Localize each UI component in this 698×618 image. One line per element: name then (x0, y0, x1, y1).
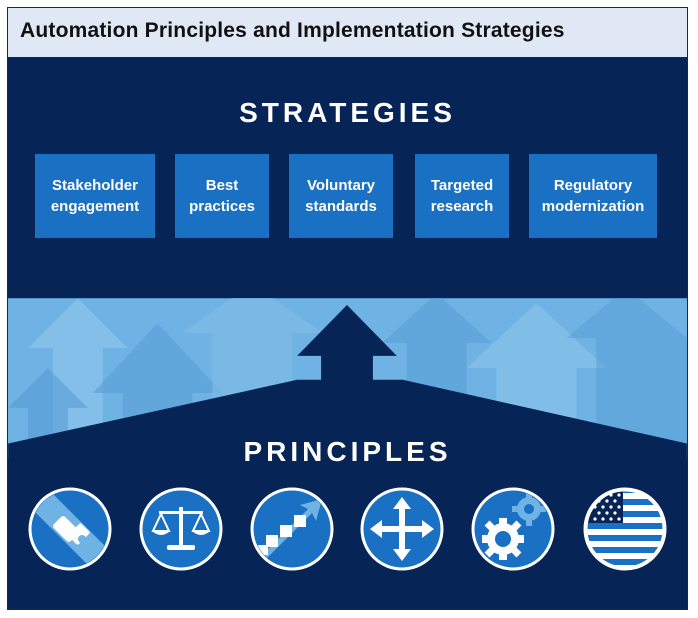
strategy-label: Targeted research (430, 177, 494, 215)
balance-scale-icon (139, 487, 223, 571)
strategy-label: Voluntary standards (305, 177, 377, 215)
strategy-box-targeted-research: Targeted research (415, 154, 509, 238)
four-way-arrows-icon (360, 487, 444, 571)
strategy-label: Best practices (189, 177, 255, 215)
strategy-box-regulatory-modernization: Regulatory modernization (529, 154, 657, 238)
gears-icon (471, 487, 555, 571)
strategy-label: Regulatory modernization (541, 177, 645, 215)
page-title: Automation Principles and Implementation… (20, 19, 565, 42)
strategy-box-stakeholder-engagement: Stakeholder engagement (35, 154, 155, 238)
strategies-heading: STRATEGIES (239, 97, 456, 128)
seatbelt-icon (28, 487, 112, 571)
strategy-box-best-practices: Best practices (175, 154, 269, 238)
strategy-box-voluntary-standards: Voluntary standards (289, 154, 393, 238)
central-up-arrow (297, 305, 397, 382)
title-bar: Automation Principles and Implementation… (8, 8, 687, 58)
us-flag-icon (583, 487, 667, 571)
infographic-frame: Automation Principles and Implementation… (7, 7, 688, 610)
principles-heading: PRINCIPLES (243, 436, 452, 467)
strategy-label: Stakeholder engagement (50, 177, 140, 215)
growth-steps-arrow-icon (250, 487, 334, 571)
